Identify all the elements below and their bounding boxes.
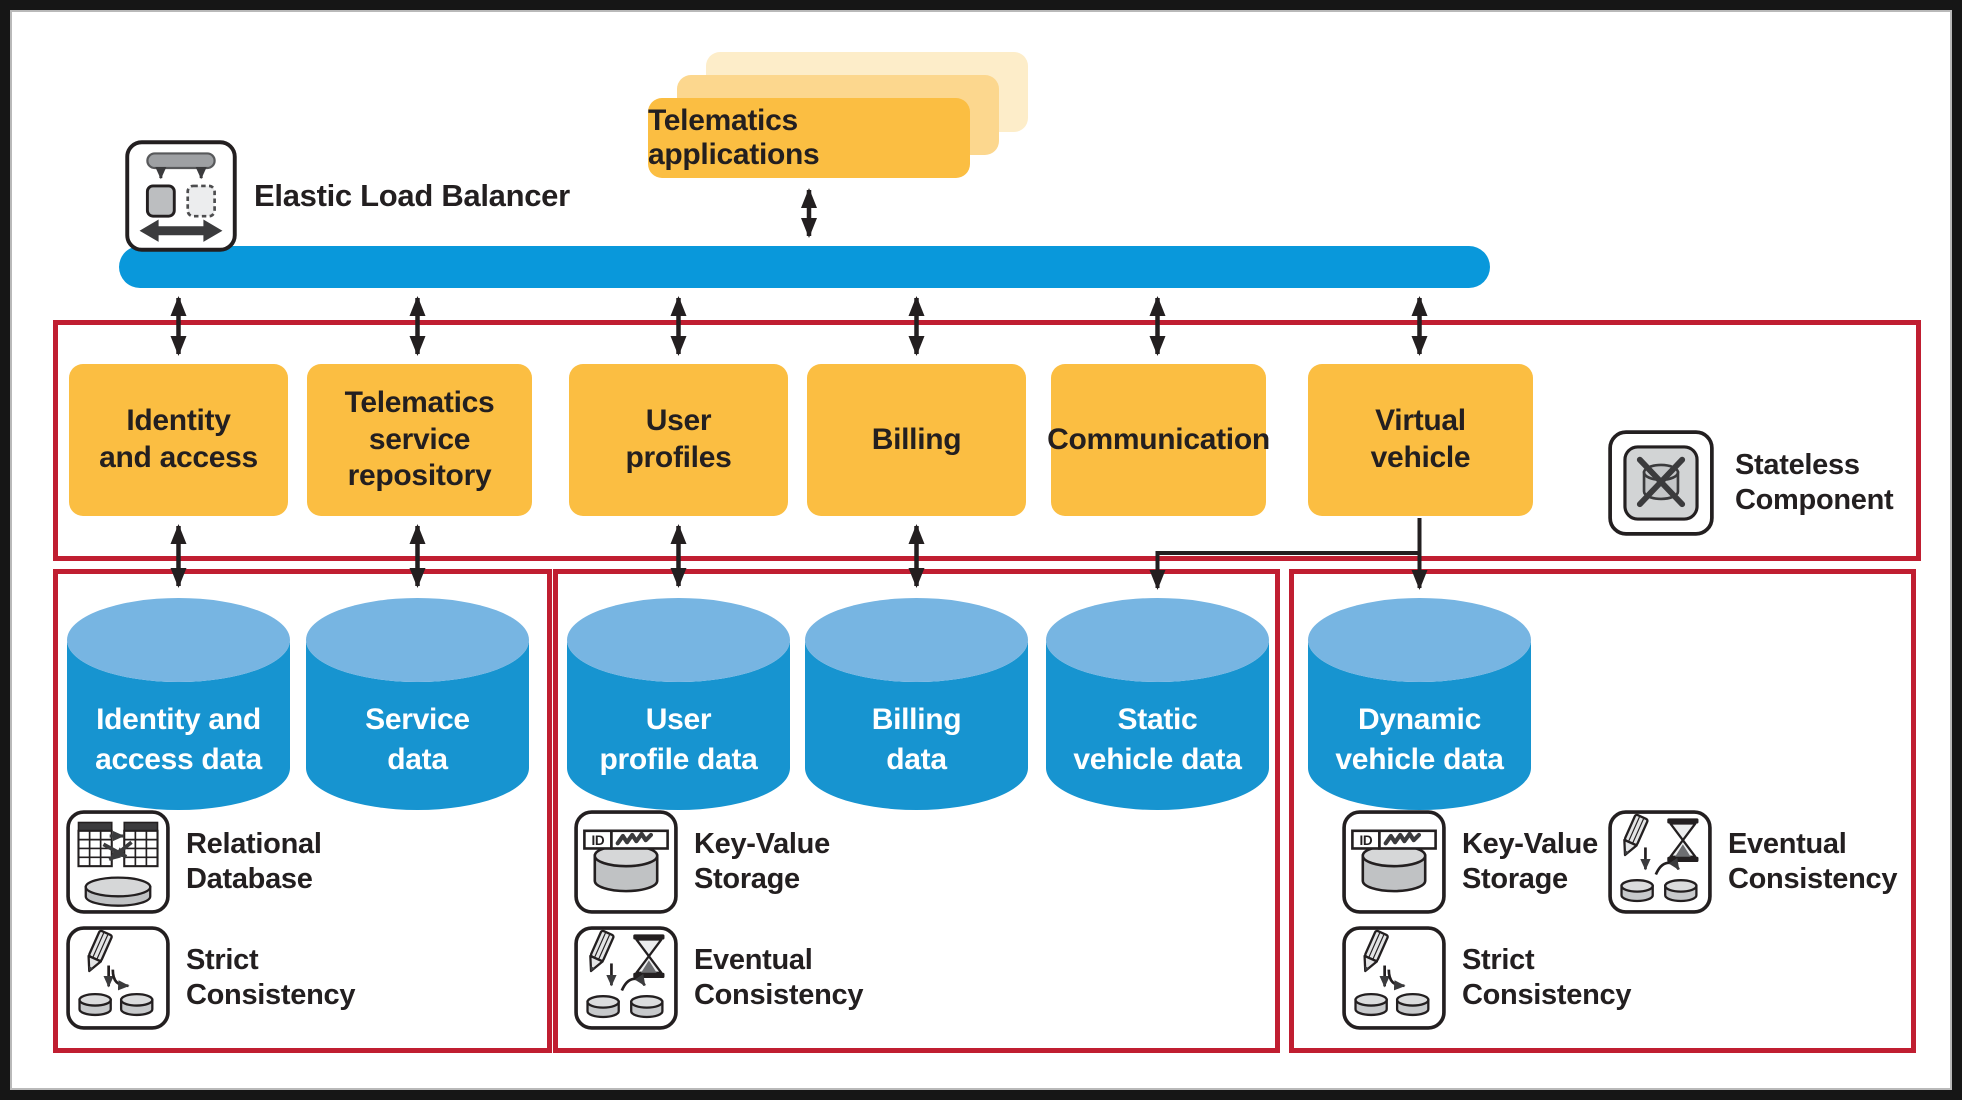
cylinder-label: Static vehicle data	[1073, 703, 1242, 776]
component-identity-and-access: Identity and access	[69, 364, 288, 516]
key-value-storage-label: Key-Value Storage	[1462, 828, 1598, 895]
cylinder-service-data: Service data	[306, 598, 529, 810]
eventual-consistency-label: Eventual Consistency	[1728, 828, 1898, 895]
key-value-storage-icon	[1342, 810, 1446, 914]
cylinder-identity-access-data: Identity and access data	[67, 598, 290, 810]
strict-consistency-icon	[66, 926, 170, 1030]
relational-database-icon	[66, 810, 170, 914]
component-communication: Communication	[1047, 364, 1270, 516]
strict-consistency-icon	[1342, 926, 1446, 1030]
relational-database-label: Relational Database	[186, 828, 322, 895]
cylinder-dynamic-vehicle-data: Dynamic vehicle data	[1308, 598, 1531, 810]
load-balancer-bar	[119, 246, 1490, 288]
dynamic-data-group-outline	[1289, 569, 1916, 1053]
key-value-storage-icon	[574, 810, 678, 914]
component-virtual-vehicle: Virtual vehicle	[1308, 364, 1533, 516]
cylinder-label: User profile data	[599, 703, 758, 776]
telematics-applications-box: Telematics applications	[648, 98, 970, 178]
eventual-consistency-label: Eventual Consistency	[694, 944, 864, 1011]
elastic-load-balancer-icon	[125, 140, 237, 252]
cylinder-label: Service data	[365, 703, 470, 776]
strict-consistency-label: Strict Consistency	[186, 944, 356, 1011]
stateless-component-icon	[1608, 430, 1714, 536]
cylinder-user-profile-data: User profile data	[567, 598, 790, 810]
relational-data-group-outline	[53, 569, 552, 1053]
stateless-components-group-outline	[53, 320, 1921, 561]
component-user-profiles: User profiles	[569, 364, 788, 516]
component-telematics-service-repository: Telematics service repository	[307, 364, 532, 516]
cylinder-label: Dynamic vehicle data	[1335, 703, 1504, 776]
key-value-storage-label: Key-Value Storage	[694, 828, 830, 895]
cylinder-static-vehicle-data: Static vehicle data	[1046, 598, 1269, 810]
eventual-consistency-icon	[574, 926, 678, 1030]
strict-consistency-label: Strict Consistency	[1462, 944, 1632, 1011]
cylinder-label: Billing data	[871, 703, 962, 776]
eventual-consistency-icon	[1608, 810, 1712, 914]
cylinder-label: Identity and access data	[95, 703, 262, 776]
component-billing: Billing	[807, 364, 1026, 516]
elastic-load-balancer-label: Elastic Load Balancer	[254, 178, 570, 213]
stateless-component-label: Stateless Component	[1735, 449, 1894, 516]
cylinder-billing-data: Billing data	[805, 598, 1028, 810]
